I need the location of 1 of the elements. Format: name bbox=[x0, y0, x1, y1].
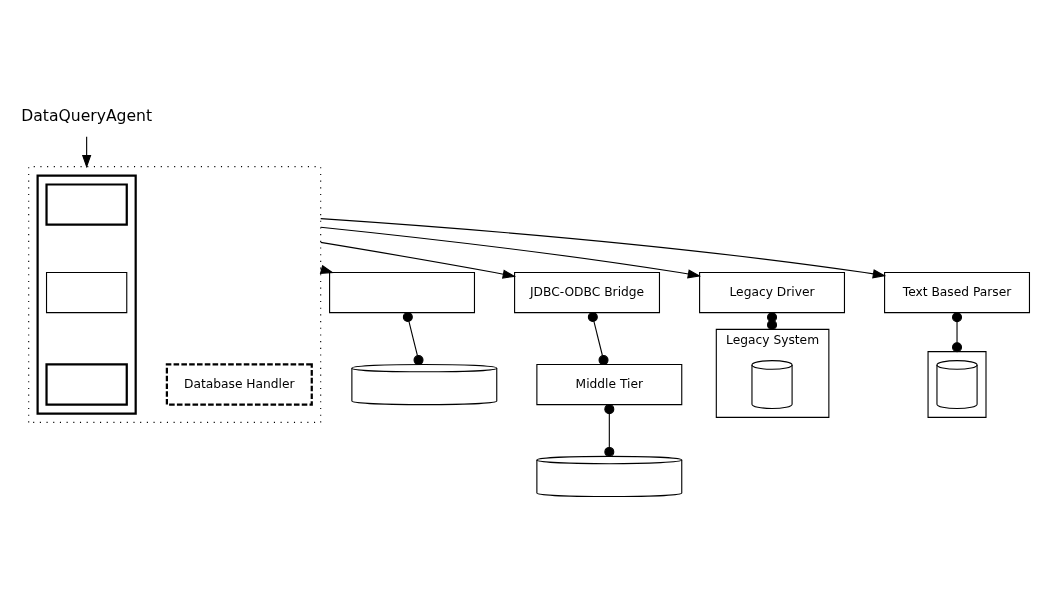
node-text: DataQueryAgent bbox=[21, 106, 153, 125]
